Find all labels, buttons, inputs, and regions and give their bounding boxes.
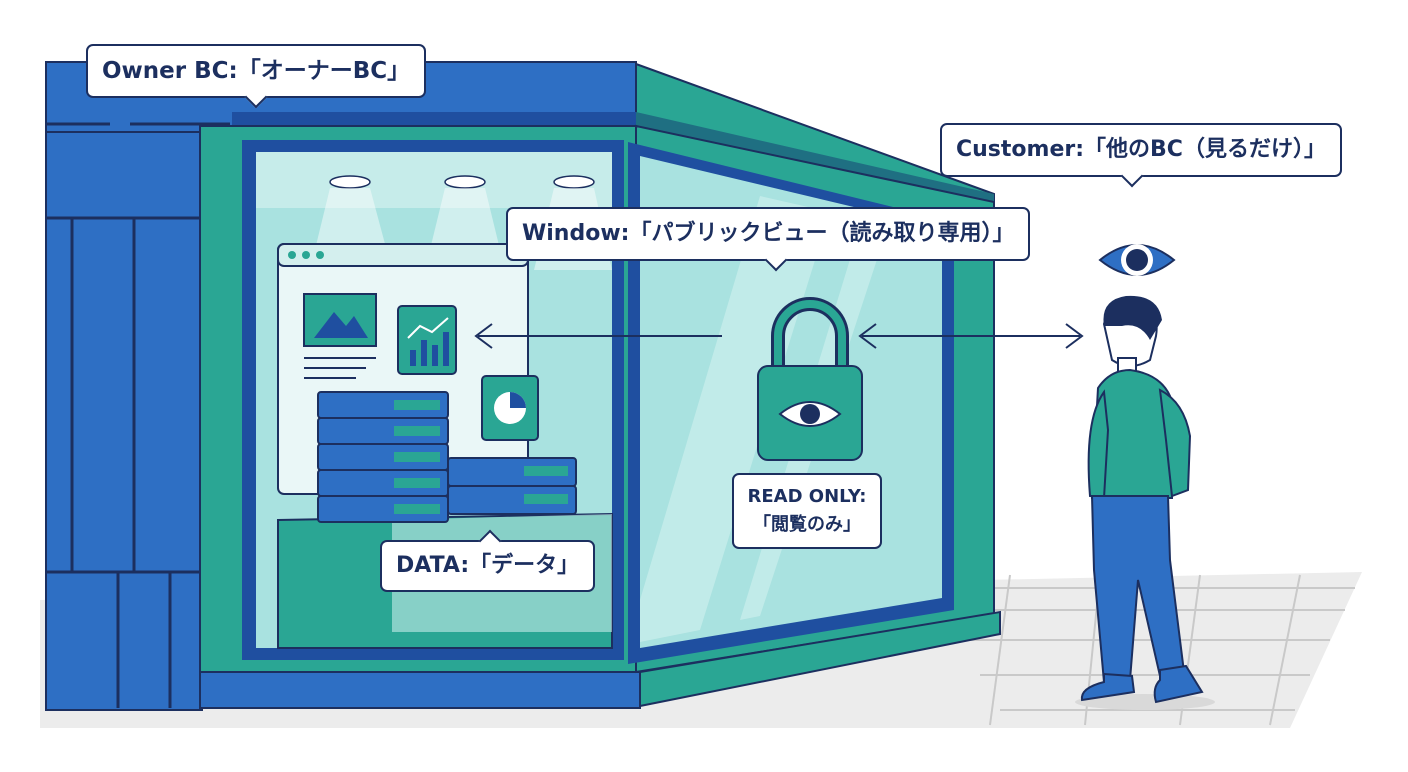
customer-label: Customer:「他のBC（見るだけ）」 — [940, 123, 1342, 177]
padlock-eye-icon — [757, 297, 863, 461]
eye-icon — [1098, 244, 1176, 276]
read-only-label-line2: 「閲覧のみ」 — [753, 514, 861, 535]
customer-person — [1075, 295, 1215, 710]
pie-chart-icon — [481, 375, 539, 441]
window-label: Window:「パブリックビュー（読み取り専用）」 — [506, 207, 1031, 261]
image-icon — [303, 293, 377, 347]
two-way-arrow-icon — [474, 323, 1084, 349]
read-only-label: READ ONLY: 「閲覧のみ」 — [732, 473, 882, 549]
owner-bc-label: Owner BC:「オーナーBC」 — [86, 44, 427, 98]
read-only-label-line1: READ ONLY: — [747, 486, 867, 507]
data-label: DATA:「データ」 — [380, 540, 596, 592]
server-icon — [317, 391, 577, 523]
bar-chart-icon — [397, 305, 457, 375]
